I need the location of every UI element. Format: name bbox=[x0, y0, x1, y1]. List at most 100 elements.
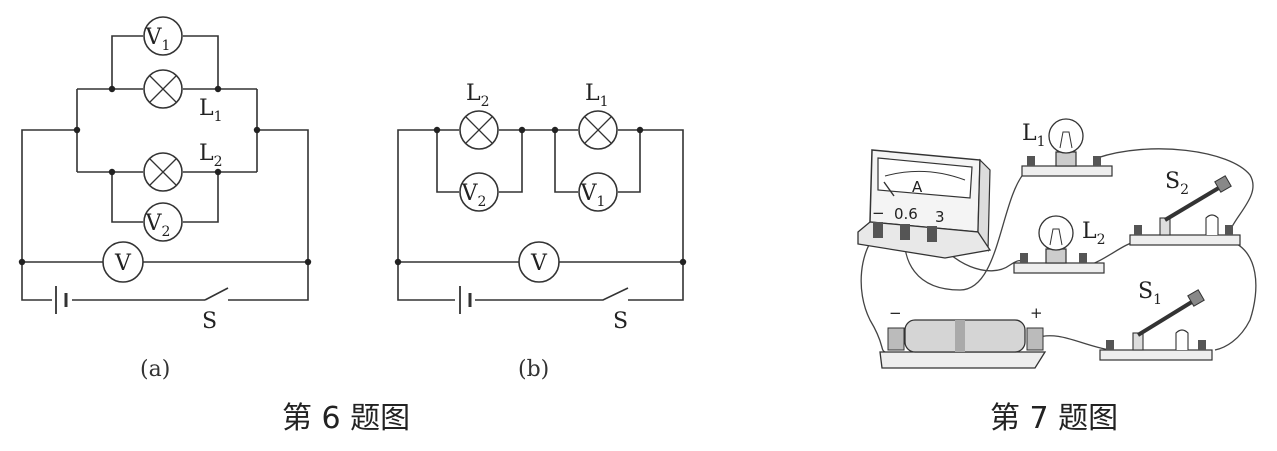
switch-s2: S2 bbox=[1129, 169, 1241, 246]
bulb-l2-label: L2 bbox=[1082, 219, 1106, 248]
fig6-title: 第 6 题图 bbox=[282, 401, 410, 436]
voltmeter-v bbox=[102, 241, 144, 283]
junction bbox=[551, 126, 559, 134]
ammeter-terminal-3-label: 3 bbox=[935, 208, 945, 226]
voltmeter-v2 bbox=[459, 172, 499, 212]
bulb-base-board bbox=[1021, 165, 1113, 177]
switch-terminal bbox=[1225, 225, 1233, 235]
battery-neg-label: − bbox=[889, 304, 902, 322]
wire bbox=[228, 129, 309, 301]
switch-lever bbox=[1163, 184, 1224, 222]
wire bbox=[1096, 148, 1254, 236]
junction bbox=[433, 126, 441, 134]
switch-handle bbox=[1214, 175, 1232, 193]
battery-holder: − + bbox=[879, 304, 1047, 369]
junction bbox=[394, 258, 402, 266]
battery-gap bbox=[52, 288, 72, 312]
junction bbox=[214, 85, 222, 93]
switch-terminal bbox=[1106, 340, 1114, 350]
ammeter-terminal bbox=[927, 226, 937, 242]
lamp-l1 bbox=[143, 69, 183, 109]
bulb-l1-label: L1 bbox=[1022, 121, 1046, 150]
wire bbox=[860, 231, 886, 353]
ammeter: A − 0.6 3 bbox=[857, 149, 992, 259]
voltmeter-v1 bbox=[578, 172, 618, 212]
lamp-cross bbox=[149, 158, 177, 186]
switch-s-label: S bbox=[202, 309, 217, 334]
switch-s1: S1 bbox=[1099, 279, 1213, 361]
junction bbox=[108, 85, 116, 93]
battery-band bbox=[955, 320, 965, 352]
wire bbox=[397, 129, 455, 301]
voltmeter-v1 bbox=[143, 16, 183, 56]
ammeter-terminal bbox=[873, 222, 883, 238]
lamp-cross bbox=[149, 75, 177, 103]
bulb-base-board bbox=[1013, 262, 1105, 274]
lamp-cross bbox=[465, 116, 493, 144]
junction bbox=[253, 126, 261, 134]
switch-lever bbox=[1136, 298, 1197, 337]
circuit-b: V L2 L1 V2 V1 S (b) bbox=[394, 81, 687, 382]
voltmeter-v1-label: V1 bbox=[580, 181, 606, 210]
lamp-l2-label: L2 bbox=[466, 81, 490, 110]
bulb-filament bbox=[1059, 131, 1073, 149]
voltmeter-v2-label: V2 bbox=[461, 181, 487, 210]
ammeter-needle bbox=[883, 181, 895, 197]
wire bbox=[21, 129, 205, 301]
switch-contact bbox=[1205, 214, 1219, 235]
wire bbox=[76, 89, 258, 172]
wire bbox=[475, 287, 629, 301]
lamp-l1 bbox=[578, 110, 618, 150]
wire bbox=[1214, 239, 1257, 351]
voltmeter-v-label: V bbox=[114, 251, 132, 276]
switch-s-label: S bbox=[613, 309, 628, 334]
battery-clip bbox=[887, 327, 905, 351]
ammeter-base bbox=[857, 221, 992, 259]
switch-hinge bbox=[1132, 332, 1144, 351]
voltmeter-v2 bbox=[143, 202, 183, 242]
lamp-l2 bbox=[459, 110, 499, 150]
junction bbox=[108, 168, 116, 176]
switch-contact bbox=[1175, 329, 1189, 350]
bulb-socket bbox=[1055, 151, 1077, 167]
wire bbox=[436, 130, 523, 193]
bulb-glass bbox=[1038, 215, 1074, 251]
caption-b: (b) bbox=[518, 357, 549, 382]
junction bbox=[18, 258, 26, 266]
switch-s2-label: S2 bbox=[1165, 169, 1189, 198]
voltmeter-v-label: V bbox=[530, 251, 548, 276]
wire bbox=[1034, 335, 1111, 351]
lamp-l1-label: L1 bbox=[585, 81, 609, 110]
bulb-terminal bbox=[1079, 253, 1087, 263]
bulb-glass bbox=[1048, 118, 1084, 154]
switch-s-lever bbox=[204, 287, 229, 301]
lamp-l1-label: L1 bbox=[199, 96, 223, 125]
lamp-cross bbox=[584, 116, 612, 144]
voltmeter-v1-label: V1 bbox=[145, 25, 171, 54]
junction bbox=[679, 258, 687, 266]
switch-base bbox=[1129, 234, 1241, 246]
fig7-title: 第 7 题图 bbox=[990, 401, 1118, 436]
bulb-terminal bbox=[1093, 156, 1101, 166]
switch-terminal bbox=[1198, 340, 1206, 350]
junction bbox=[304, 258, 312, 266]
junction bbox=[214, 168, 222, 176]
circuit-a: V L1 V1 L2 V2 S (a) bbox=[18, 16, 312, 382]
lamp-l2 bbox=[143, 152, 183, 192]
bulb-terminal bbox=[1020, 253, 1028, 263]
caption-a: (a) bbox=[140, 357, 170, 382]
switch-hinge bbox=[1159, 217, 1171, 236]
ammeter-scale-arc bbox=[884, 170, 966, 181]
voltmeter-v bbox=[518, 241, 560, 283]
junction bbox=[636, 126, 644, 134]
switch-s1-label: S1 bbox=[1138, 279, 1162, 308]
ammeter-unit-label: A bbox=[912, 178, 923, 196]
junction bbox=[518, 126, 526, 134]
ammeter-dial bbox=[877, 157, 973, 199]
ammeter-terminal-neg-label: − bbox=[872, 204, 885, 222]
wire bbox=[628, 129, 684, 301]
battery-board bbox=[879, 351, 1047, 369]
junction bbox=[73, 126, 81, 134]
voltmeter-v2-label: V2 bbox=[145, 211, 171, 240]
